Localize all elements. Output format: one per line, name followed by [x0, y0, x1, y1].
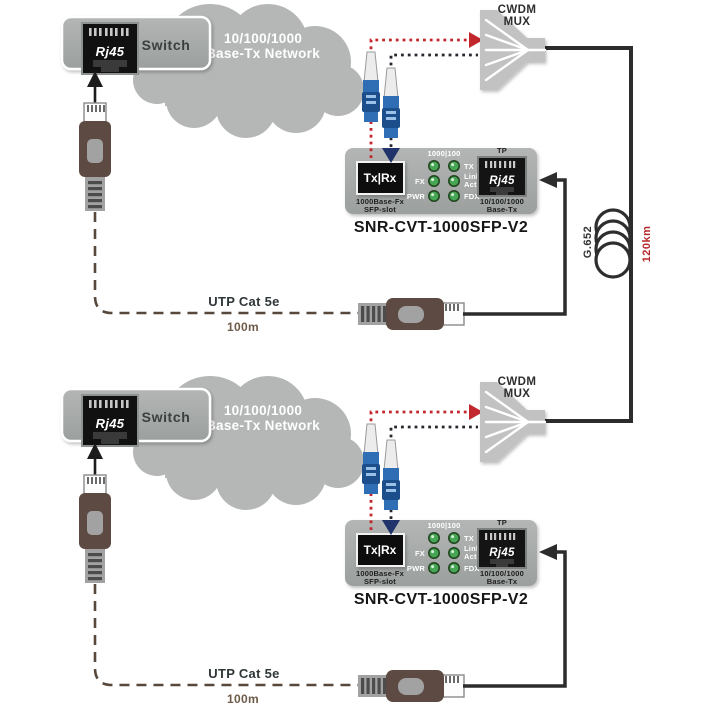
fiber-type-label: G.652	[582, 226, 594, 258]
network-segment-bottom	[62, 376, 565, 706]
fiber-distance-label: 120km	[641, 226, 653, 263]
network-segment-top	[62, 4, 565, 334]
fiber-coil-icon	[594, 208, 632, 279]
